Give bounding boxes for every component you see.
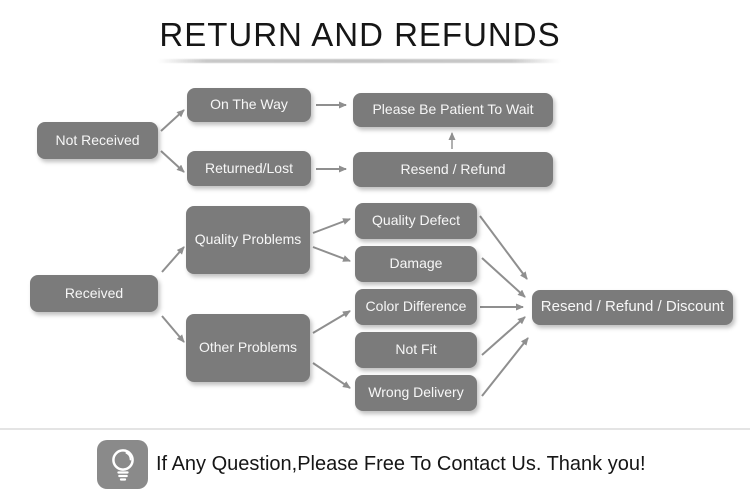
node-returned-lost: Returned/Lost <box>187 151 311 186</box>
arrow-damage-to-discount <box>481 257 526 298</box>
node-please-wait: Please Be Patient To Wait <box>353 93 553 127</box>
arrow-quality-problems-to-damage <box>312 246 351 262</box>
arrow-received-to-quality-problems <box>161 246 185 273</box>
footer-divider <box>0 428 750 430</box>
node-quality-problems: Quality Problems <box>186 206 310 274</box>
node-color-difference: Color Difference <box>355 289 477 325</box>
node-resend-refund: Resend / Refund <box>353 152 553 187</box>
node-wrong-delivery: Wrong Delivery <box>355 375 477 411</box>
lightbulb-icon <box>111 448 134 481</box>
page-title: RETURN AND REFUNDS <box>159 16 561 53</box>
arrow-quality-defect-to-discount <box>479 215 528 280</box>
arrow-other-problems-to-color-difference <box>312 310 351 334</box>
node-not-received: Not Received <box>37 122 158 159</box>
node-quality-defect: Quality Defect <box>355 203 477 239</box>
node-not-fit: Not Fit <box>355 332 477 368</box>
node-damage: Damage <box>355 246 477 282</box>
node-on-the-way: On The Way <box>187 88 311 122</box>
footer-icon-box <box>97 440 148 489</box>
arrow-wrong-delivery-to-discount <box>481 337 529 397</box>
arrow-not-received-to-returned-lost <box>160 150 185 173</box>
node-received: Received <box>30 275 158 312</box>
arrow-received-to-other-problems <box>161 315 185 343</box>
arrow-not-received-to-on-the-way <box>160 109 185 132</box>
arrow-not-fit-to-discount <box>481 316 526 356</box>
footer-text: If Any Question,Please Free To Contact U… <box>156 453 646 475</box>
node-resend-refund-discount: Resend / Refund / Discount <box>532 290 733 325</box>
node-other-problems: Other Problems <box>186 314 310 382</box>
title-divider <box>158 59 560 63</box>
arrow-other-problems-to-wrong-delivery <box>312 362 351 389</box>
arrow-quality-problems-to-quality-defect <box>312 218 351 234</box>
